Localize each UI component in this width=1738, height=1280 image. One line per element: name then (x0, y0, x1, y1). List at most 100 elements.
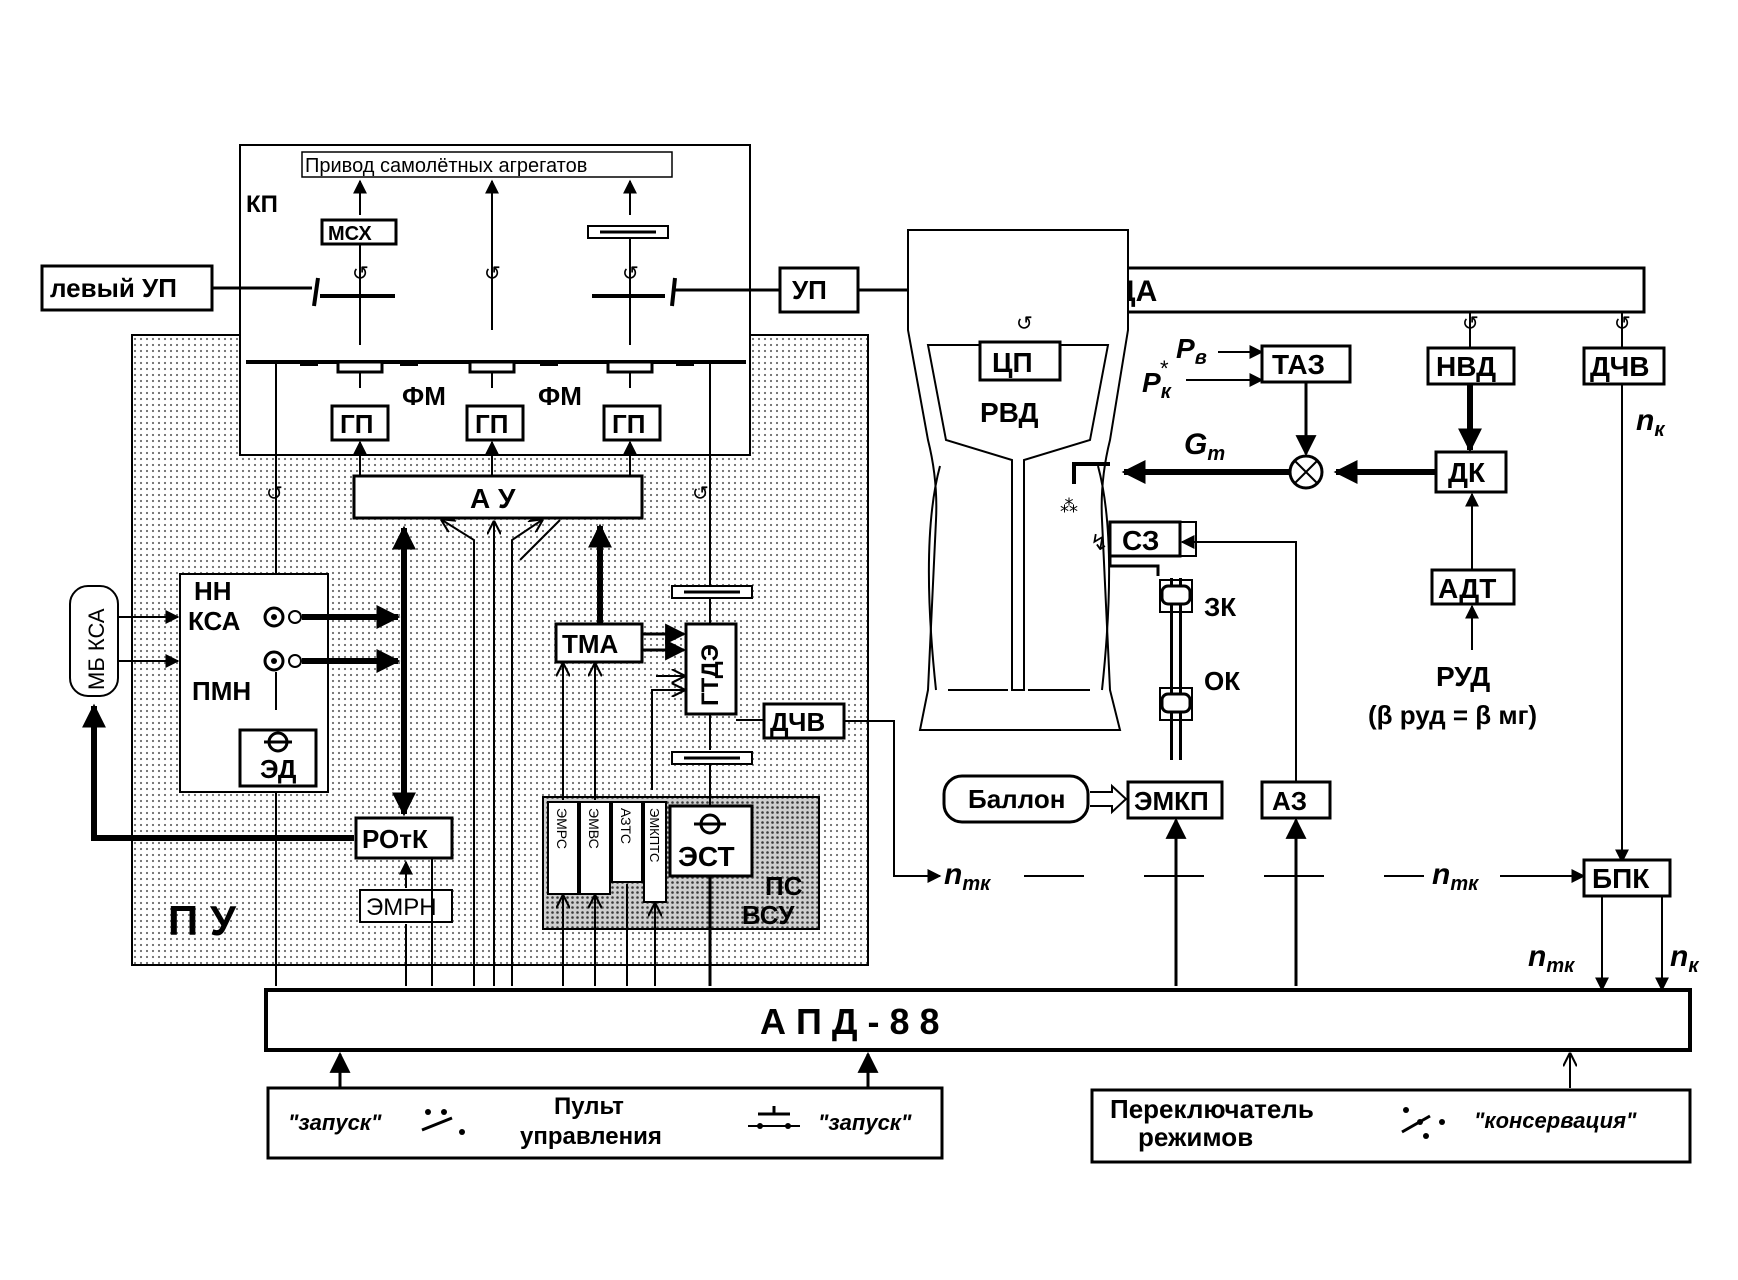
gp-box (330, 404, 390, 442)
ntk-symbol: nтк (1528, 940, 1575, 977)
left-up-box (40, 264, 214, 312)
sz-box (1108, 520, 1182, 558)
emrn-box (359, 889, 453, 923)
bpk-box (1582, 858, 1672, 898)
rvd-engine-outline (907, 229, 1129, 731)
nk-symbol: nк (1636, 404, 1665, 441)
mb-ksa-label: МБ КСА (84, 608, 109, 690)
rezhimov-label: режимов (1138, 1122, 1253, 1152)
kp-box (239, 144, 751, 456)
kp-label: КП (246, 191, 278, 218)
bevel-gear-left-icon (312, 277, 395, 307)
ntk-symbol: nтк (1432, 858, 1479, 895)
sz-label: СЗ (1122, 525, 1159, 556)
pump-icon (263, 650, 302, 672)
emvs-box (579, 801, 611, 895)
au-box (352, 474, 644, 520)
ps-label: ПС (765, 871, 803, 901)
gp-box (602, 404, 662, 442)
nvd-label: НВД (1436, 351, 1496, 382)
gp-label: ГП (340, 409, 373, 439)
konservaciya-label[interactable]: "консервация" (1474, 1108, 1637, 1133)
apd-88-label: А П Д - 8 8 (760, 1001, 940, 1042)
tma-box (554, 622, 644, 664)
emrs-label: ЭМРС (554, 808, 570, 849)
rotation-icon: ↺ (352, 263, 369, 285)
summing-junction-icon (1288, 454, 1324, 490)
fm-label: ФМ (538, 381, 582, 411)
pult-box (266, 1086, 944, 1160)
nvd-box (1426, 346, 1516, 386)
motor-icon (694, 813, 726, 835)
rvd-label: РВД (980, 397, 1039, 428)
rotation-icon: ↺ (622, 263, 639, 285)
ok-label: ОК (1204, 666, 1240, 696)
upravleniya-label: управления (520, 1123, 662, 1150)
gp-label: ГП (612, 409, 645, 439)
bevel-gear-right-icon (592, 277, 677, 307)
dchv-right-label: ДЧВ (1590, 351, 1649, 382)
gtde-label: ГТДЭ (697, 644, 724, 706)
tma-label: ТМА (562, 629, 619, 659)
rotation-icon: ↺ (1016, 313, 1033, 335)
pk-star: * (1160, 356, 1169, 381)
emkpts-box (643, 801, 667, 903)
zapusk-right-label[interactable]: "запуск" (818, 1110, 912, 1135)
rotation-icon: ↺ (692, 483, 709, 505)
button-icon[interactable] (748, 1106, 800, 1129)
emrn-label: ЭМРН (366, 894, 437, 921)
ntk-symbol: nтк (944, 858, 991, 895)
dk-box (1434, 450, 1508, 494)
spark-icon: ↯ (1090, 530, 1108, 555)
zk-valve (1160, 584, 1192, 606)
fuel-injector-icon: ⁂ (1060, 462, 1110, 516)
privod-label: Привод самолётных агрегатов (305, 155, 587, 177)
zapusk-left-label[interactable]: "запуск" (288, 1110, 382, 1135)
pu-label: П У (168, 897, 237, 944)
est-label: ЭСТ (678, 841, 735, 872)
taz-label: ТАЗ (1272, 349, 1325, 380)
rotation-icon: ↺ (484, 263, 501, 285)
adt-box (1430, 568, 1516, 606)
emvs-label: ЭМВС (586, 808, 602, 849)
rotk-box (354, 816, 454, 860)
switch-icon[interactable] (421, 1109, 465, 1135)
gp-box (465, 404, 525, 442)
ksa-label: КСА (188, 606, 241, 636)
left-up-label: левый УП (50, 273, 177, 303)
mode-switch-box (1090, 1088, 1692, 1164)
emkp-label: ЭМКП (1134, 786, 1209, 816)
up-label: УП (792, 275, 827, 305)
pereklyuchatel-label: Переключатель (1110, 1094, 1314, 1124)
cp-label: ЦП (992, 347, 1033, 378)
pk-symbol: Pк (1142, 367, 1172, 403)
rud-label: РУД (1436, 661, 1490, 692)
emkpts-label: ЭМКПТС (647, 808, 662, 862)
privod-box (301, 151, 673, 178)
azts-box (611, 801, 643, 883)
adt-label: АДТ (1438, 573, 1496, 604)
svg-text:⁂: ⁂ (1060, 496, 1078, 516)
cp-box (978, 340, 1062, 382)
dchv-right-box (1582, 346, 1666, 386)
dchv-left-label: ДЧВ (770, 707, 825, 737)
apd-88-box (264, 988, 1692, 1052)
pump-icon (263, 606, 302, 628)
ballon-box (942, 774, 1090, 824)
rud-formula: (β руд = β мг) (1368, 700, 1537, 730)
gp-label: ГП (475, 409, 508, 439)
au-label: А У (470, 483, 516, 514)
rotk-label: РОтК (362, 824, 428, 854)
mb-ksa-box (69, 585, 119, 697)
ed-label: ЭД (260, 754, 297, 784)
switch-icon[interactable] (1401, 1107, 1445, 1139)
az-label: АЗ (1272, 786, 1307, 816)
gt-symbol: Gт (1184, 428, 1225, 465)
nn-label: НН (194, 576, 232, 606)
bpk-label: БПК (1592, 863, 1650, 894)
motor-icon (264, 731, 292, 753)
coupling-icon (671, 585, 753, 599)
azts-label: АЗТС (618, 808, 634, 844)
pv-symbol: Pв (1176, 333, 1207, 369)
